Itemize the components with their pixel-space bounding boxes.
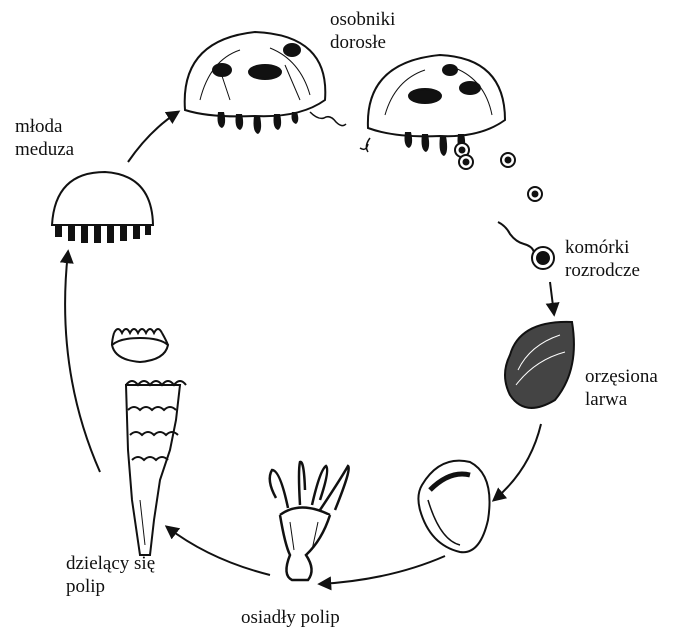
young-medusa-icon (52, 172, 153, 243)
arrow-larva-to-polyp (320, 556, 445, 584)
label-settled-polyp: osiadły polip (241, 606, 340, 629)
arrow-larva-to-larva (494, 424, 541, 500)
label-ciliated-larva: orzęsiona larwa (585, 365, 658, 411)
settled-polyp-icon (270, 462, 349, 580)
ciliated-larva-icon (505, 322, 574, 408)
strobila-icon (126, 381, 186, 555)
label-young-medusa: młoda meduza (15, 115, 74, 161)
arrow-strobila-to-medusa (65, 252, 100, 472)
arrow-young-to-adult (128, 112, 178, 162)
label-adults: osobniki dorosłe (330, 8, 395, 54)
zygote-icon (498, 222, 554, 269)
egg-cells-icon (455, 143, 542, 201)
label-dividing-polyp: dzielący się polip (66, 552, 155, 598)
adult-medusa-icon (185, 32, 346, 134)
adult-medusa-icon (360, 55, 505, 156)
ephyra-icon (112, 329, 168, 362)
arrow-polyp-to-strobila (167, 527, 270, 575)
label-gametes: komórki rozrodcze (565, 236, 640, 282)
settling-larva-icon (418, 461, 489, 553)
arrow-gamete-to-larva (550, 282, 554, 314)
